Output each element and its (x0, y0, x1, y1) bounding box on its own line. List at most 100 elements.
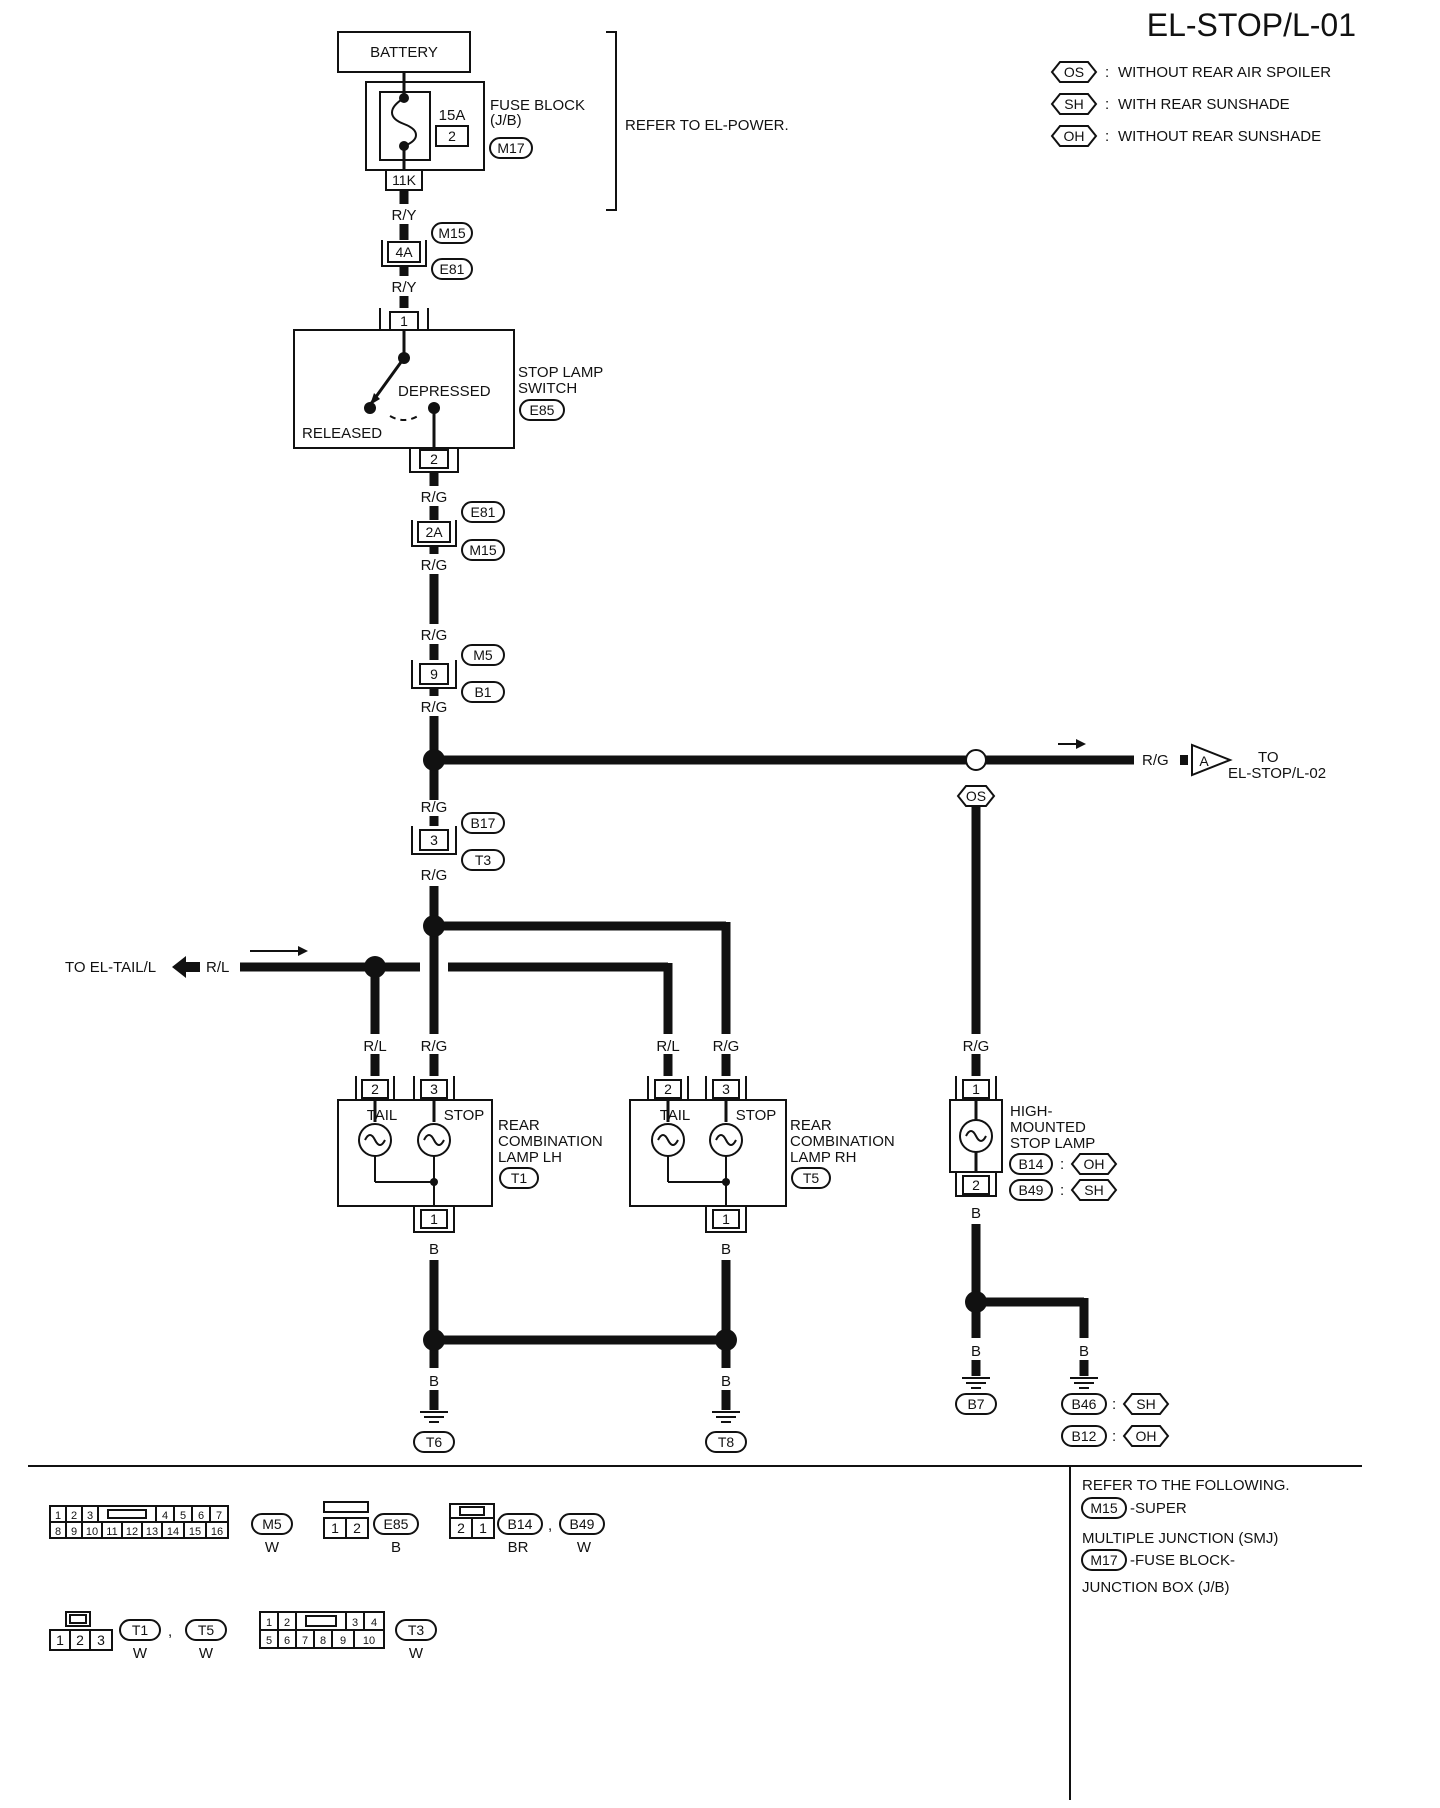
svg-text:B14: B14 (508, 1516, 533, 1532)
high-mounted-stop-lamp: 1 2 HIGH- MOUNTED STOP LAMP B14 : OH B49… (949, 1076, 1118, 1201)
svg-text:3: 3 (97, 1632, 105, 1648)
svg-text:9: 9 (71, 1526, 77, 1538)
ground-symbol-icon (962, 1377, 990, 1389)
fuse-conn-pill (489, 137, 533, 159)
switch-depressed-label: DEPRESSED (398, 383, 491, 400)
ground-symbol-icon (712, 1411, 740, 1423)
svg-text:9: 9 (340, 1635, 346, 1647)
svg-text:T5: T5 (803, 1170, 820, 1186)
wire-rg-1: R/G (421, 489, 448, 506)
svg-text:OH: OH (1136, 1428, 1157, 1444)
svg-text:-SUPER: -SUPER (1130, 1500, 1187, 1517)
svg-text:MOUNTED: MOUNTED (1010, 1119, 1086, 1136)
switch-released-contact (364, 402, 376, 414)
svg-text:B: B (391, 1539, 401, 1556)
svg-text:3: 3 (87, 1510, 93, 1522)
wire-ry-2: R/Y (391, 279, 416, 296)
svg-text:T1: T1 (132, 1622, 149, 1638)
wire-rg-5: R/G (421, 799, 448, 816)
junction-4a-top-pill (431, 222, 473, 244)
svg-text:2: 2 (76, 1632, 84, 1648)
connector-t1: 1 2 3 T1 W , T5 W (49, 1611, 227, 1662)
battery-label: BATTERY (370, 44, 438, 61)
to-stop02-page: EL-STOP/L-02 (1228, 765, 1326, 782)
svg-text:E85: E85 (530, 402, 555, 418)
connector-a-arrow-icon (1191, 743, 1233, 777)
connector-b14: 2 1 B14 BR , B49 W (449, 1503, 605, 1556)
ground-oh-hex-icon (1122, 1425, 1170, 1447)
fuse-term: 11K (392, 172, 417, 188)
svg-text:2: 2 (430, 451, 438, 467)
junction-2a: 2A E81 M15 (411, 501, 505, 561)
svg-text:6: 6 (198, 1510, 204, 1522)
svg-text:7: 7 (216, 1510, 222, 1522)
svg-text:A: A (1199, 753, 1209, 769)
connector-m5: 1 2 3 4 5 6 7 8 9 10 11 12 13 14 15 16 M… (49, 1505, 293, 1556)
wire-rg-6: R/G (421, 867, 448, 884)
open-splice-os (965, 749, 987, 771)
svg-text:2: 2 (284, 1617, 290, 1629)
ground-b7: B7 (967, 1396, 984, 1412)
legend-oh-hex-icon (1050, 125, 1098, 147)
svg-text:2: 2 (353, 1520, 361, 1536)
svg-text:T5: T5 (198, 1622, 215, 1638)
svg-text:B14: B14 (1019, 1156, 1044, 1172)
svg-text:1: 1 (56, 1632, 64, 1648)
ground-sh-hex-icon (1122, 1393, 1170, 1415)
svg-text:LAMP RH: LAMP RH (790, 1149, 856, 1166)
svg-text:STOP: STOP (736, 1107, 777, 1124)
legend-item-sh: SH : WITH REAR SUNSHADE (1050, 93, 1290, 115)
svg-text:1: 1 (55, 1510, 61, 1522)
svg-text::: : (1112, 1396, 1116, 1413)
junction-9: 9 M5 B1 (411, 644, 505, 703)
svg-text:B: B (429, 1373, 439, 1390)
wire-ry-1: R/Y (391, 207, 416, 224)
svg-text:M17: M17 (1090, 1552, 1117, 1568)
junction-3: 3 B17 T3 (411, 812, 505, 871)
svg-text:13: 13 (146, 1526, 158, 1538)
svg-text:STOP LAMP: STOP LAMP (1010, 1135, 1095, 1152)
wire-rg-2: R/G (421, 557, 448, 574)
svg-text:E81: E81 (440, 261, 465, 277)
lamp-lh-tail-label: TAIL (367, 1107, 398, 1124)
svg-text::: : (1060, 1156, 1064, 1173)
svg-text:MULTIPLE JUNCTION (SMJ): MULTIPLE JUNCTION (SMJ) (1082, 1530, 1278, 1547)
svg-text:T3: T3 (408, 1622, 425, 1638)
svg-text:1: 1 (400, 313, 408, 329)
switch-released-label: RELEASED (302, 425, 382, 442)
svg-text:1: 1 (331, 1520, 339, 1536)
svg-text:B: B (971, 1205, 981, 1222)
ground-t8: T8 (718, 1434, 735, 1450)
svg-text:BR: BR (508, 1539, 529, 1556)
page-title: EL-STOP/L-01 (1147, 7, 1356, 43)
svg-text:8: 8 (55, 1526, 61, 1538)
current-arrow-icon (1076, 739, 1086, 749)
svg-text:W: W (409, 1645, 424, 1662)
svg-text:R/L: R/L (363, 1038, 386, 1055)
svg-text:11: 11 (106, 1526, 117, 1538)
svg-text:COMBINATION: COMBINATION (498, 1133, 603, 1150)
to-stop02-to: TO (1258, 749, 1279, 766)
fuse-block-jb: (J/B) (490, 112, 522, 129)
svg-text:6: 6 (284, 1635, 290, 1647)
svg-text:1: 1 (972, 1081, 980, 1097)
wire-rg-4: R/G (421, 699, 448, 716)
fuse-number: 2 (448, 128, 456, 144)
svg-text:9: 9 (430, 666, 438, 682)
legend-os-code: OS (1064, 64, 1084, 80)
connector-e85: 1 2 E85 B (323, 1501, 419, 1556)
svg-text:T3: T3 (475, 852, 492, 868)
junction-4a-bottom-pill (431, 258, 473, 280)
svg-text:M5: M5 (473, 647, 493, 663)
svg-text:3: 3 (430, 1081, 438, 1097)
os-tag-hex-icon (956, 785, 996, 807)
legend-oh-code: OH (1064, 128, 1085, 144)
lamp-lh-box (337, 1099, 493, 1207)
stop-switch-label-2: SWITCH (518, 380, 577, 397)
svg-text:4: 4 (371, 1617, 377, 1629)
legend-sh-text: WITH REAR SUNSHADE (1118, 96, 1290, 113)
svg-text::: : (1105, 128, 1109, 145)
svg-text::: : (1105, 64, 1109, 81)
svg-text:1: 1 (479, 1520, 487, 1536)
